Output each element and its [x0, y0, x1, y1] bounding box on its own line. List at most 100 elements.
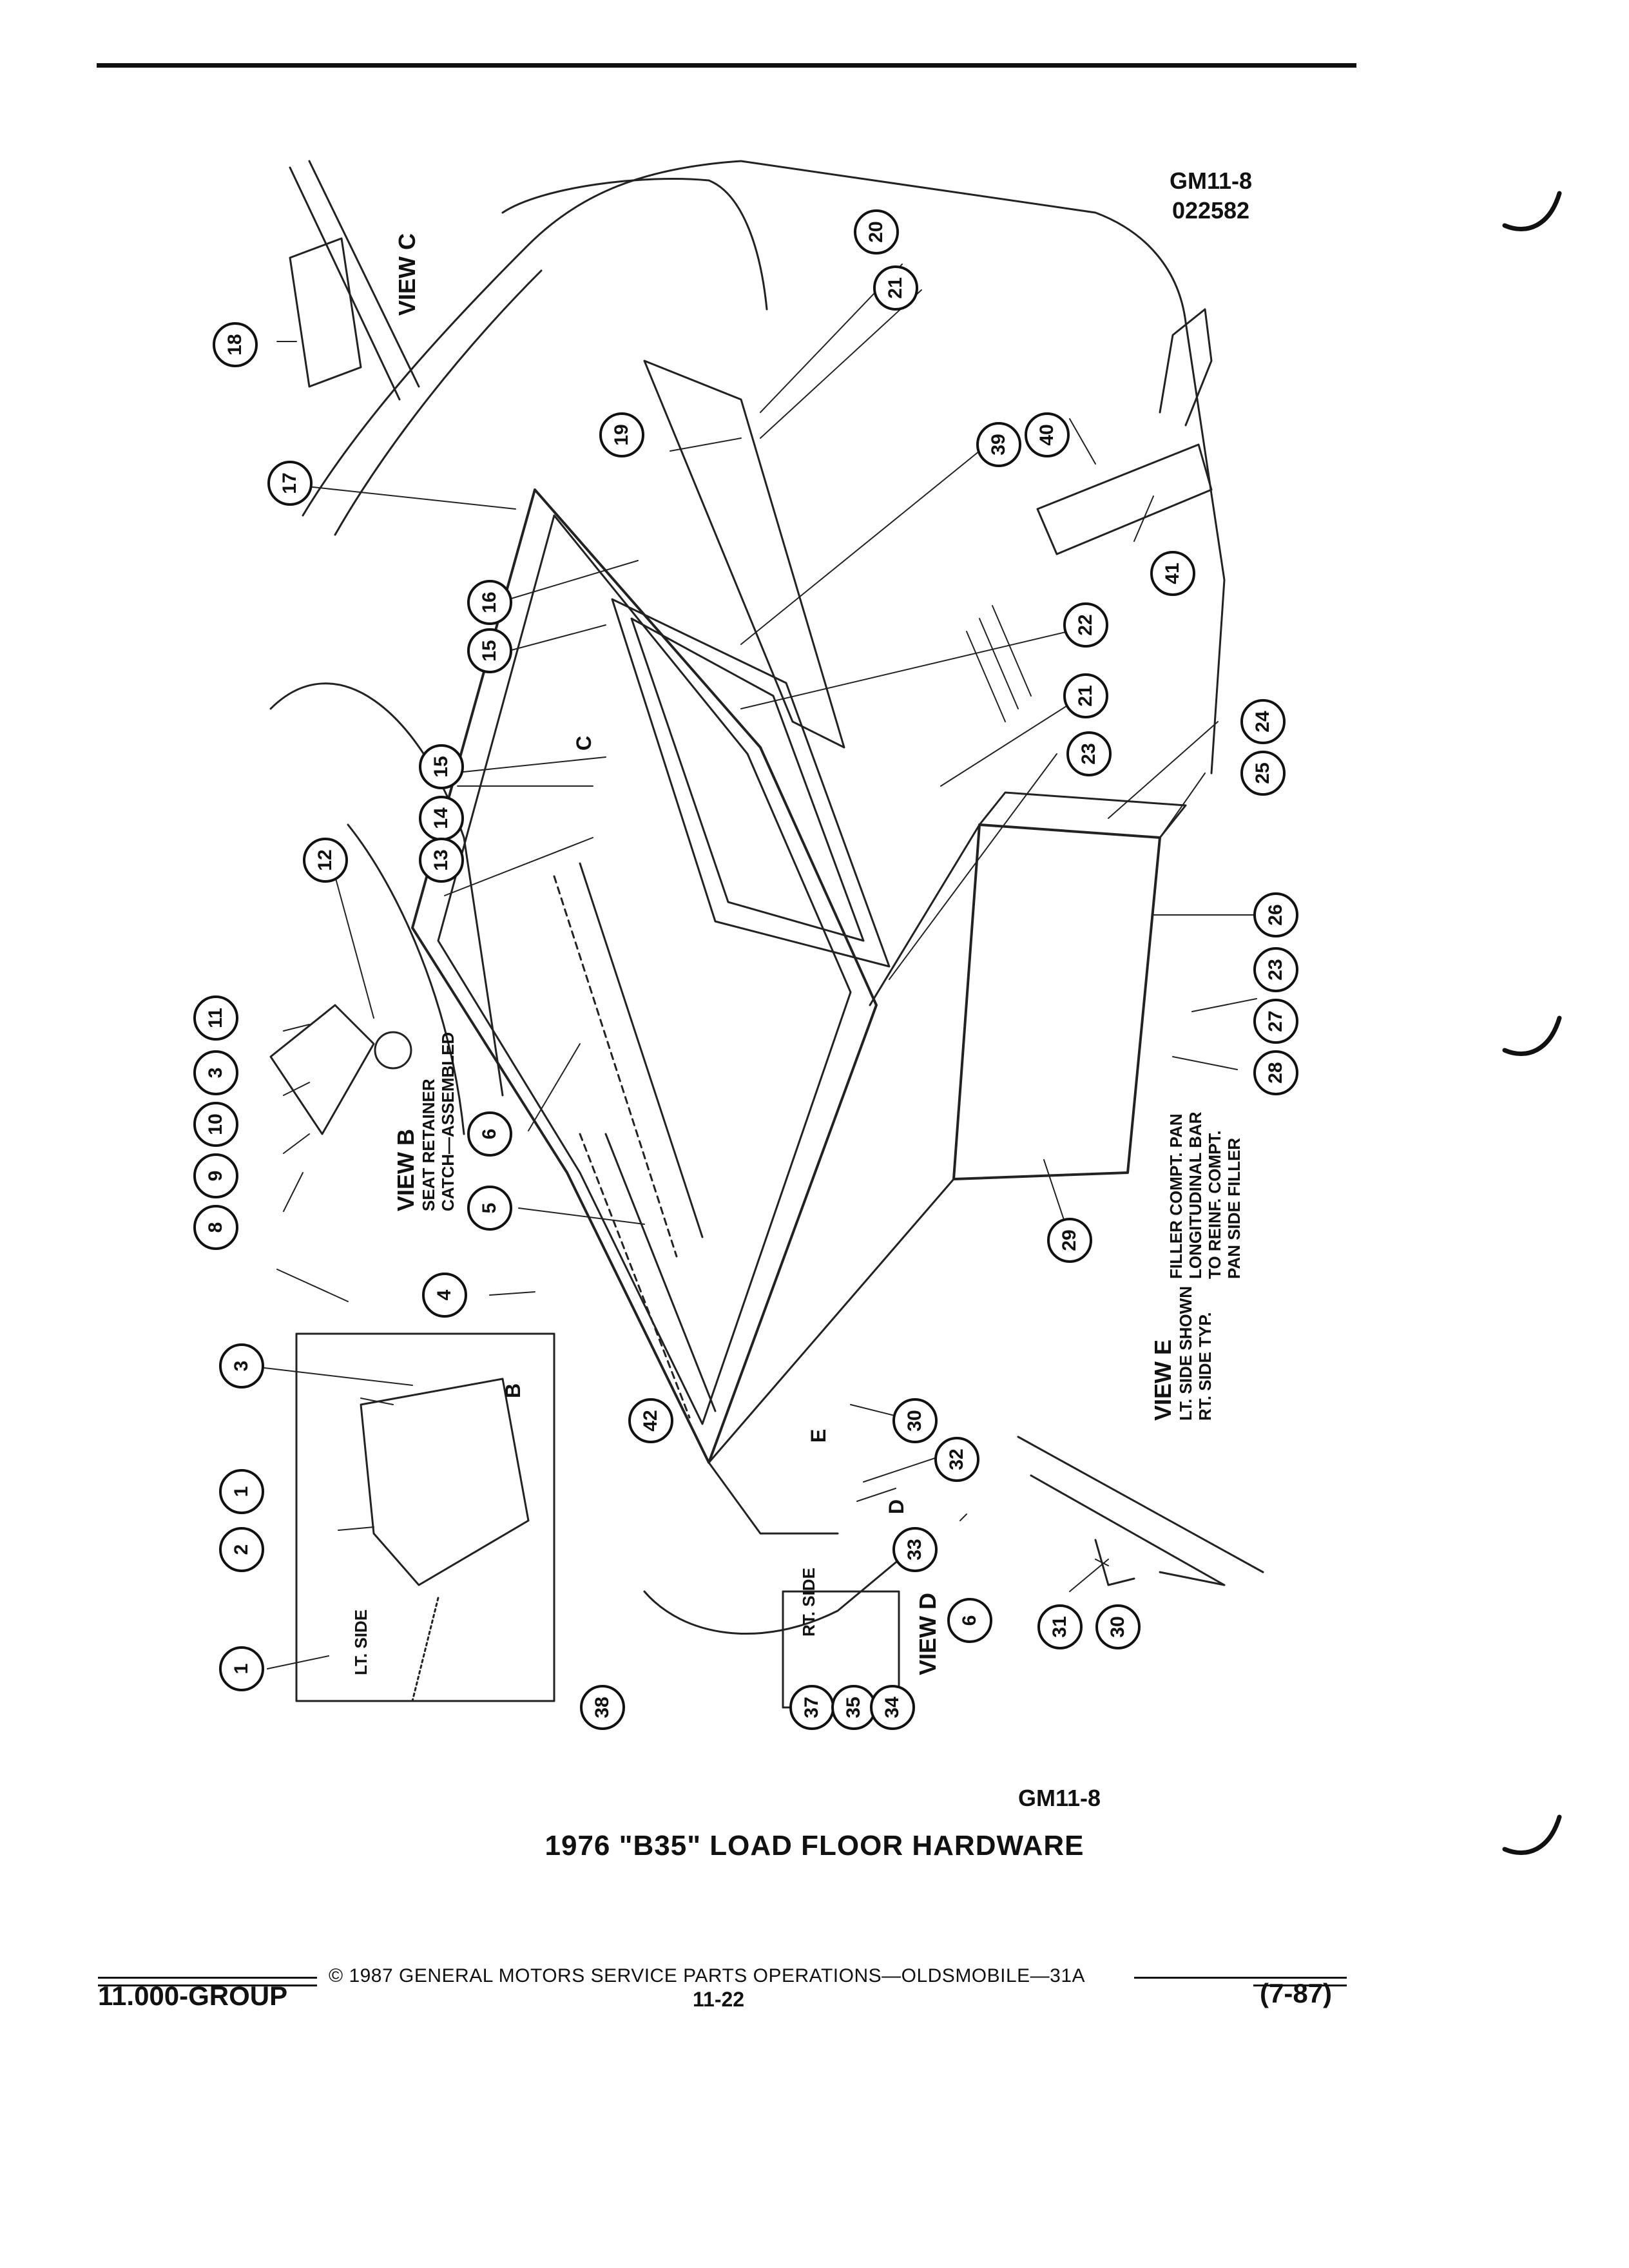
- callout-19: 19: [599, 412, 644, 457]
- callout-6a: 6: [467, 1111, 512, 1157]
- page-number: 11-22: [693, 1988, 745, 2011]
- callout-15: 15: [467, 628, 512, 673]
- view-b-knob: [374, 1031, 412, 1070]
- view-c-lines: [289, 160, 420, 401]
- figure-code: GM11-8: [1170, 168, 1253, 194]
- callout-9: 10: [193, 1102, 238, 1147]
- inset-mech: [360, 1378, 530, 1586]
- copyright-line: © 1987 GENERAL MOTORS SERVICE PARTS OPER…: [329, 1965, 1086, 1986]
- callout-10: 11: [193, 995, 238, 1041]
- side-filler-bar: [869, 823, 981, 1006]
- callout-26: 26: [1253, 892, 1298, 937]
- binder-mark-top: [1502, 191, 1562, 232]
- footer-rule-right: [1134, 1977, 1347, 1979]
- callout-11: 12: [303, 838, 348, 883]
- callout-20: 20: [854, 209, 899, 255]
- side-filler-bar-2: [708, 1178, 955, 1464]
- trim-strip: [1036, 443, 1213, 555]
- callout-8: 9: [193, 1153, 238, 1198]
- callout-40: 40: [1025, 412, 1070, 457]
- view-d-label: VIEW D: [914, 1592, 941, 1675]
- callout-25: 25: [1240, 751, 1286, 796]
- wheelhouse: [347, 823, 465, 1135]
- view-e-bracket: [1094, 1539, 1135, 1586]
- arrow-letter-c: C: [572, 735, 596, 751]
- callout-33: 33: [892, 1527, 938, 1572]
- hinge-strip-1: [553, 875, 678, 1258]
- callout-21a: 21: [873, 265, 918, 311]
- roof-arc: [501, 177, 768, 311]
- callout-17: 17: [267, 461, 313, 506]
- tailgate-edge: [708, 1461, 839, 1535]
- group-number: 11.000-GROUP: [98, 1981, 288, 2011]
- footer-rule-left-2: [98, 1984, 317, 1986]
- seat-panel: [611, 598, 891, 968]
- callout-12: 13: [419, 838, 464, 883]
- figure-code-header: GM11-8 022582: [1170, 166, 1252, 226]
- callout-31: 31: [1037, 1604, 1083, 1649]
- trim-bracket: [1159, 308, 1213, 427]
- hinge-strip-4: [604, 1133, 717, 1412]
- pillar-left: [302, 244, 530, 517]
- callout-3b: 3: [219, 1343, 264, 1389]
- callout-28: 28: [1253, 1050, 1298, 1095]
- side-filler-top: [978, 791, 1187, 839]
- callout-2: 2: [219, 1527, 264, 1572]
- view-e-sketch: [1017, 1436, 1264, 1586]
- figure-code-footer: GM11-8: [1018, 1785, 1101, 1811]
- callout-5: 5: [467, 1186, 512, 1231]
- callout-22: 22: [1063, 602, 1108, 648]
- callout-24: 24: [1240, 699, 1286, 744]
- floor-shading: [966, 605, 1032, 722]
- rear-sill: [643, 1545, 916, 1635]
- callout-42: 42: [628, 1398, 673, 1443]
- callout-21b: 21: [1063, 673, 1108, 718]
- inset-lt-side: [295, 1332, 555, 1702]
- hinge-strip-3: [579, 862, 704, 1238]
- leader-lines: [247, 264, 1257, 1669]
- binder-mark-mid: [1502, 1015, 1562, 1057]
- callout-16: 16: [467, 580, 512, 625]
- arrow-letter-d: D: [885, 1499, 909, 1515]
- callout-34: 34: [870, 1685, 915, 1730]
- long-rail: [643, 360, 845, 749]
- callout-1a: 1: [219, 1469, 264, 1514]
- view-c-plate: [289, 237, 362, 388]
- view-e-label: VIEW E LT. SIDE SHOWN RT. SIDE TYP.: [1150, 1286, 1215, 1421]
- callout-23a: 23: [1066, 731, 1112, 776]
- callout-3a: 3: [193, 1050, 238, 1095]
- callout-38: 38: [580, 1685, 625, 1730]
- inset-rack: [411, 1597, 439, 1702]
- arrow-letter-b: B: [501, 1383, 525, 1399]
- callout-18: 18: [213, 322, 258, 367]
- callout-6b: 6: [947, 1598, 992, 1643]
- revision-date: (7-87): [1260, 1978, 1333, 2008]
- view-b-label: VIEW B SEAT RETAINER CATCH—ASSEMBLED: [392, 1032, 458, 1211]
- seat-panel-inner: [630, 617, 865, 942]
- load-floor-diagram: [247, 160, 1264, 1709]
- callout-30a: 30: [892, 1398, 938, 1443]
- view-c-label: VIEW C: [394, 233, 420, 316]
- callout-41: 41: [1150, 551, 1195, 596]
- callout-27: 27: [1253, 999, 1298, 1044]
- top-rule: [97, 63, 1356, 68]
- rt-side-label: RT. SIDE: [799, 1568, 818, 1637]
- filler-note: FILLER COMPT. PAN LONGITUDINAL BAR TO RE…: [1166, 1111, 1244, 1279]
- callout-14: 15: [419, 744, 464, 789]
- footer-rule-right-2: [1253, 1984, 1347, 1986]
- callout-23b: 23: [1253, 947, 1298, 992]
- arrow-letter-e: E: [807, 1428, 831, 1443]
- callout-29: 29: [1047, 1218, 1092, 1263]
- callout-13: 14: [419, 796, 464, 841]
- pillar-left-2: [334, 269, 543, 536]
- binder-mark-bottom: [1502, 1814, 1562, 1856]
- callout-37: 37: [789, 1685, 834, 1730]
- callout-32: 32: [934, 1437, 979, 1482]
- callout-1b: 1: [219, 1646, 264, 1691]
- load-floor-inner: [437, 514, 852, 1425]
- view-b-sketch: [269, 1004, 375, 1135]
- callout-7: 8: [193, 1205, 238, 1250]
- figure-number: 022582: [1171, 197, 1250, 224]
- side-filler-box: [952, 823, 1161, 1180]
- callout-39: 39: [976, 422, 1021, 467]
